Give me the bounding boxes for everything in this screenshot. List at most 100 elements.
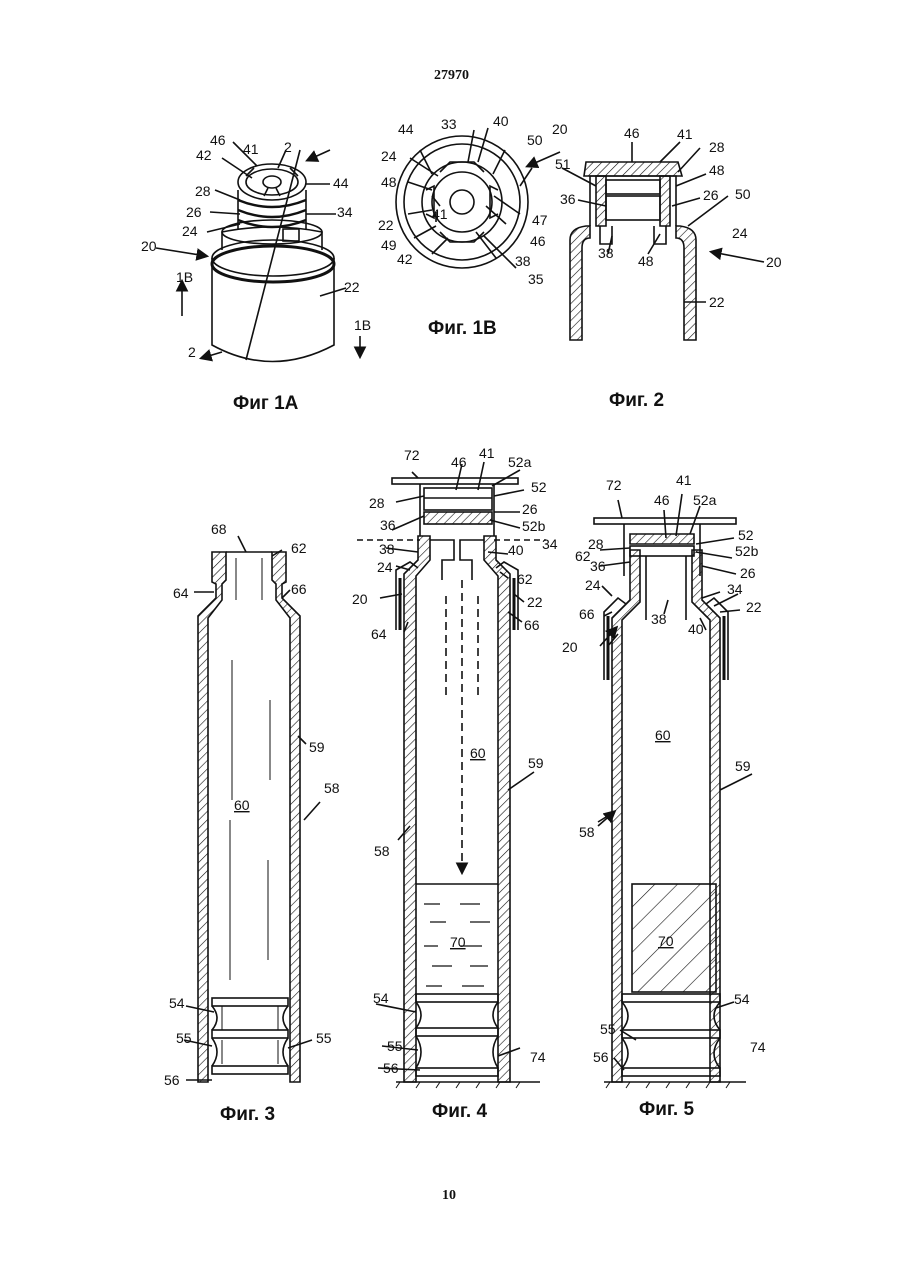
figure-1b-label: 47 [532, 212, 548, 228]
figure-2-label: 48 [709, 162, 725, 178]
figure-3-drawing [184, 536, 320, 1082]
figure-4-label: 58 [374, 843, 390, 859]
figure-4-label: 52b [522, 518, 546, 534]
figure-2-label: 26 [703, 187, 719, 203]
figure-1b-label: 42 [397, 251, 413, 267]
figure-4-label: 54 [373, 990, 389, 1006]
figure-4-label: 40 [508, 542, 524, 558]
figure-2-label: 20 [766, 254, 782, 270]
figure-1a-label: 22 [344, 279, 360, 295]
figure-2-label: 22 [709, 294, 725, 310]
figure-1a-label: 42 [196, 147, 212, 163]
figure-1b-label: 33 [441, 116, 457, 132]
figure-1a-drawing [156, 142, 360, 362]
figure-1b-label: 41 [432, 206, 448, 222]
figure-1a-label: 2 [284, 139, 292, 155]
figure-4-label: 72 [404, 447, 420, 463]
figure-3-label: 58 [324, 780, 340, 796]
figure-3-label: 66 [291, 581, 307, 597]
figure-5-label: 72 [606, 477, 622, 493]
figure-1a-label: 2 [188, 344, 196, 360]
figure-1a-label: 20 [141, 238, 157, 254]
figure-5-label: 52 [738, 527, 754, 543]
figure-3-labels: 68 62 64 66 59 60 58 54 55 55 56 [164, 521, 340, 1088]
figure-4-label: 28 [369, 495, 385, 511]
figure-1b-label: 38 [515, 253, 531, 269]
figure-5-label: 36 [590, 558, 606, 574]
figure-4-label: 26 [522, 501, 538, 517]
figure-2-label: 36 [560, 191, 576, 207]
figure-2-label: 48 [638, 253, 654, 269]
figure-5-label: 54 [734, 991, 750, 1007]
figure-1b-label: 46 [530, 233, 546, 249]
figure-4-label: 56 [383, 1060, 399, 1076]
figure-4-label: 20 [352, 591, 368, 607]
figure-2-label: 51 [555, 156, 571, 172]
figure-5-label: 74 [750, 1039, 766, 1055]
figure-1a-label: 28 [195, 183, 211, 199]
figure-5-label: 20 [562, 639, 578, 655]
figure-1a-label: 46 [210, 132, 226, 148]
figure-5-label: 55 [600, 1021, 616, 1037]
figure-5-label: 40 [688, 621, 704, 637]
figure-5-label: 52a [693, 492, 717, 508]
figure-4-label: 66 [524, 617, 540, 633]
figure-4-label: 34 [542, 536, 558, 552]
figure-4-label: 55 [387, 1038, 403, 1054]
figure-3-label: 64 [173, 585, 189, 601]
figure-5-label: 58 [579, 824, 595, 840]
figure-5-label: 60 [655, 727, 671, 743]
figure-3-label: 55 [316, 1030, 332, 1046]
figure-1b-label: 20 [552, 121, 568, 137]
figure-1a-label: 34 [337, 204, 353, 220]
figure-5-label: 38 [651, 611, 667, 627]
figure-1a-label: 1B [354, 317, 371, 333]
figure-5-label: 41 [676, 472, 692, 488]
figure-4-label: 64 [371, 626, 387, 642]
figure-4-label: 70 [450, 934, 466, 950]
figure-5-label: 24 [585, 577, 601, 593]
figure-3-label: 60 [234, 797, 250, 813]
figure-1b-label: 35 [528, 271, 544, 287]
figure-4-label: 74 [530, 1049, 546, 1065]
figure-4-label: 62 [517, 571, 533, 587]
figure-1a-label: 1B [176, 269, 193, 285]
figure-4-label: 52 [531, 479, 547, 495]
figure-5-label: 66 [579, 606, 595, 622]
figure-3-label: 59 [309, 739, 325, 755]
figure-3-label: 62 [291, 540, 307, 556]
figure-5-label: 46 [654, 492, 670, 508]
figure-1b-label: 48 [381, 174, 397, 190]
figure-4-label: 38 [379, 541, 395, 557]
figure-1a-label: 44 [333, 175, 349, 191]
figure-3-label: 56 [164, 1072, 180, 1088]
figure-2-drawing [562, 142, 764, 340]
figure-1b-label: 44 [398, 121, 414, 137]
figure-2-label: 46 [624, 125, 640, 141]
figure-5-label: 52b [735, 543, 759, 559]
figure-4-label: 46 [451, 454, 467, 470]
figure-1b-label: 22 [378, 217, 394, 233]
figure-4-label: 59 [528, 755, 544, 771]
figure-2-label: 50 [735, 186, 751, 202]
figure-4-label: 52a [508, 454, 532, 470]
figure-3-label: 68 [211, 521, 227, 537]
figure-2-label: 41 [677, 126, 693, 142]
figure-4-label: 36 [380, 517, 396, 533]
figure-4-label: 41 [479, 445, 495, 461]
figure-5-label: 26 [740, 565, 756, 581]
figure-1a-label: 24 [182, 223, 198, 239]
figure-1b-label: 24 [381, 148, 397, 164]
figure-1b-label: 40 [493, 113, 509, 129]
figure-5-label: 59 [735, 758, 751, 774]
figure-4-label: 24 [377, 559, 393, 575]
figure-3-label: 54 [169, 995, 185, 1011]
figure-1a-label: 41 [243, 141, 259, 157]
figure-2-label: 38 [598, 245, 614, 261]
figure-2-label: 24 [732, 225, 748, 241]
figure-1a-label: 26 [186, 204, 202, 220]
figure-1b-label: 49 [381, 237, 397, 253]
figure-4-label: 22 [527, 594, 543, 610]
